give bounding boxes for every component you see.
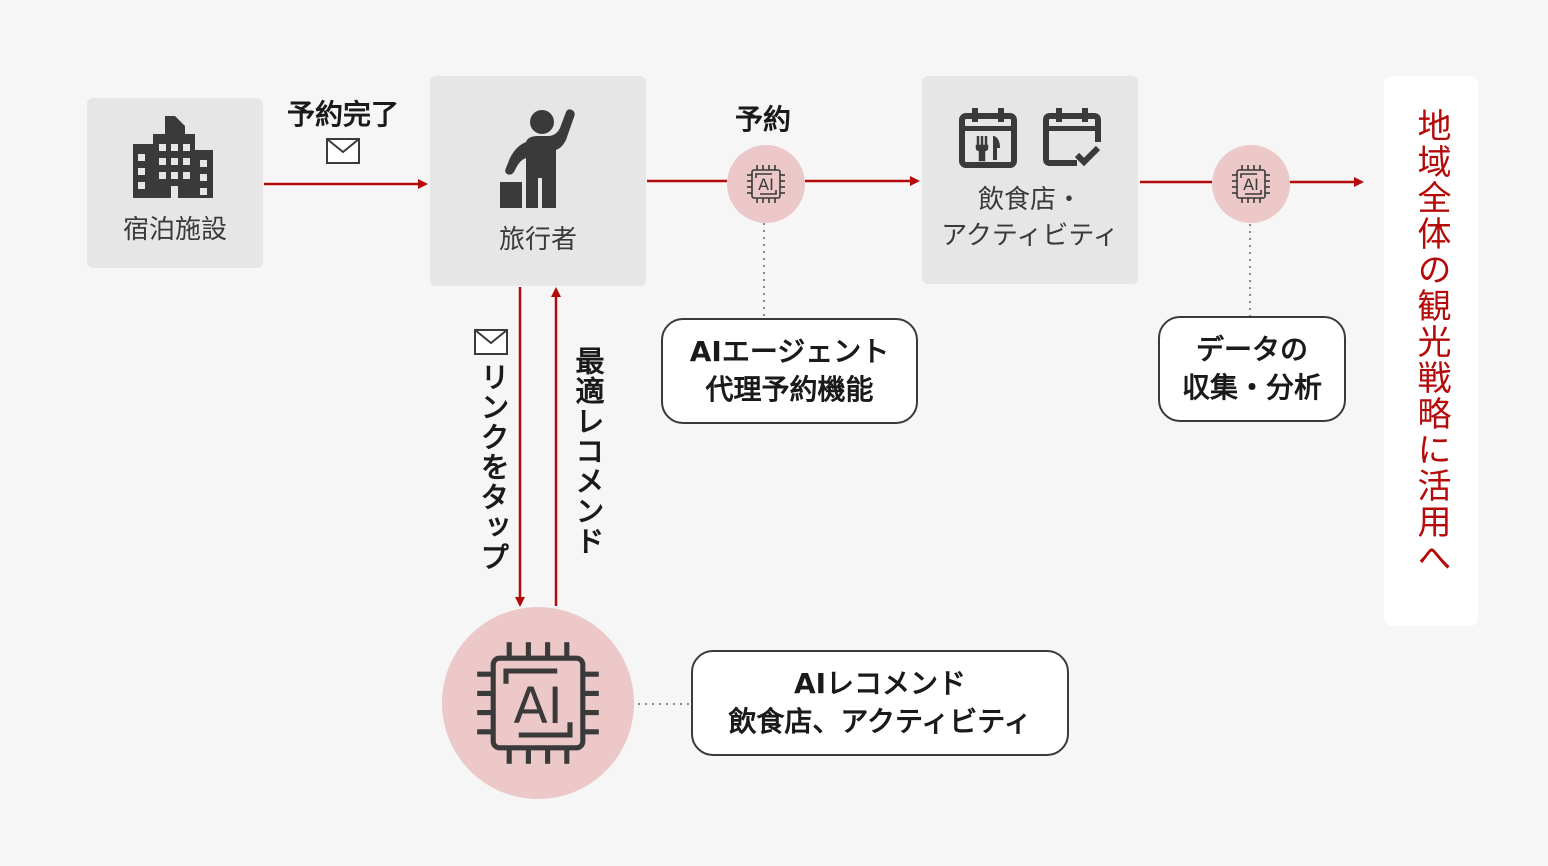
callout-ai-agent: AIエージェント 代理予約機能 (661, 318, 918, 424)
callout-data: データの 収集・分析 (1158, 316, 1346, 422)
waving-person-icon (500, 109, 575, 208)
result-box (1384, 76, 1478, 626)
ai-chip-small-2: AI (1212, 145, 1290, 223)
restaurant-calendar-icon (959, 108, 1017, 168)
edge-label-tap-link: リンクをタップ (476, 362, 510, 572)
lodging-node: 宿泊施設 (87, 98, 263, 268)
svg-text:AI: AI (758, 175, 774, 194)
edge-label-best-recommend: 最適レコメンド (571, 346, 605, 556)
mail-icon (326, 138, 360, 164)
calendar-check-icon (1043, 108, 1101, 167)
callout-data-line2: 収集・分析 (1181, 371, 1322, 404)
callout-ai-agent-line2: 代理予約機能 (705, 373, 874, 406)
traveler-label: 旅行者 (498, 225, 577, 255)
building-icon (133, 116, 213, 198)
callout-ai-recommend-line1: AIレコメンド (793, 667, 967, 700)
svg-text:AI: AI (1243, 175, 1259, 194)
callout-data-line1: データの (1195, 333, 1308, 366)
lodging-label: 宿泊施設 (122, 215, 227, 245)
svg-text:AI: AI (514, 677, 563, 735)
venues-label-line2: アクティビティ (941, 221, 1119, 251)
mail-icon (474, 329, 508, 355)
callout-ai-recommend-line2: 飲食店、アクティビティ (728, 705, 1032, 738)
edge-label-booking: 予約 (735, 103, 792, 136)
callout-ai-recommend: AIレコメンド 飲食店、アクティビティ (691, 650, 1069, 756)
ai-chip-small-1: AI (727, 145, 805, 223)
result-text: 地域全体の観光戦略に活用へ (1411, 108, 1451, 576)
venues-label-line1: 飲食店・ (977, 185, 1082, 215)
traveler-node: 旅行者 (430, 76, 646, 286)
callout-ai-agent-line1: AIエージェント (689, 335, 890, 368)
ai-chip-main: AI (442, 607, 634, 799)
edge-label-booking-complete: 予約完了 (287, 98, 400, 131)
venues-node: 飲食店・ アクティビティ (922, 76, 1138, 284)
